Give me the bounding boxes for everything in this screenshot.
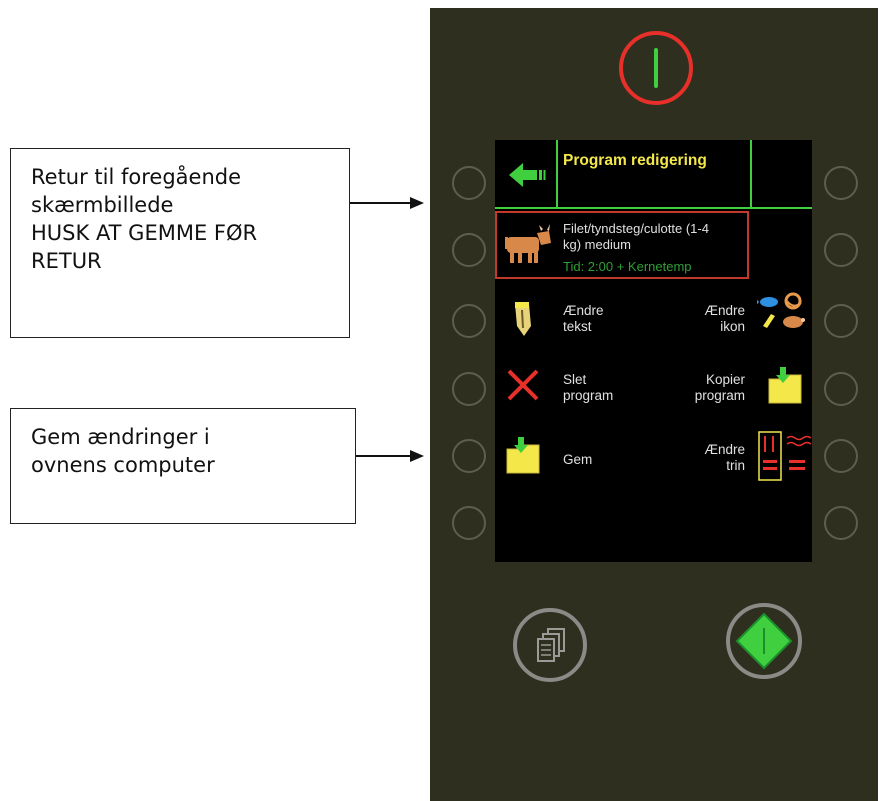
delete-program-option[interactable]: Slet program bbox=[563, 372, 643, 406]
delete-program-line-2: program bbox=[563, 388, 614, 403]
header-divider-left bbox=[556, 140, 558, 208]
power-icon bbox=[619, 31, 693, 105]
callout-save-line-2: ovnens computer bbox=[31, 453, 215, 477]
start-button[interactable] bbox=[723, 600, 805, 682]
program-name-line-1: Filet/tyndsteg/culotte (1-4 bbox=[563, 221, 709, 236]
side-button-right-6[interactable] bbox=[824, 506, 858, 540]
food-icons bbox=[757, 292, 805, 328]
folder-icon bbox=[506, 437, 540, 474]
program-card[interactable]: Filet/tyndsteg/culotte (1-4 kg) medium T… bbox=[495, 211, 749, 279]
side-button-right-3[interactable] bbox=[824, 304, 858, 338]
copy-program-line-1: Kopier bbox=[705, 372, 745, 387]
cow-icon bbox=[505, 224, 551, 263]
side-button-left-4[interactable] bbox=[452, 372, 486, 406]
x-icon bbox=[507, 369, 539, 401]
arrow-left-icon bbox=[509, 163, 546, 187]
side-button-left-1[interactable] bbox=[452, 166, 486, 200]
copy-program-option[interactable]: Kopier program bbox=[665, 372, 745, 406]
callout-return-line-3: HUSK AT GEMME FØR bbox=[31, 221, 258, 245]
header-bottom-line bbox=[495, 207, 812, 209]
change-text-option[interactable]: Ændre tekst bbox=[563, 303, 633, 337]
copy-stack-icon bbox=[513, 608, 587, 682]
pencil-icon bbox=[515, 302, 531, 336]
power-button[interactable] bbox=[616, 28, 696, 108]
callout-return-arrowhead bbox=[410, 197, 424, 209]
side-button-right-2[interactable] bbox=[824, 233, 858, 267]
start-diamond-icon bbox=[726, 603, 802, 679]
change-text-line-2: tekst bbox=[563, 319, 592, 334]
callout-save-arrow bbox=[356, 455, 412, 457]
change-icon-option[interactable]: Ændre ikon bbox=[675, 303, 745, 337]
delete-program-line-1: Slet bbox=[563, 372, 587, 387]
save-option[interactable]: Gem bbox=[563, 452, 593, 467]
side-button-left-5[interactable] bbox=[452, 439, 486, 473]
side-button-left-6[interactable] bbox=[452, 506, 486, 540]
callout-return-line-4: RETUR bbox=[31, 249, 102, 273]
callout-return-arrow bbox=[350, 202, 412, 204]
side-button-right-1[interactable] bbox=[824, 166, 858, 200]
change-icon-line-1: Ændre bbox=[704, 303, 745, 318]
folder-copy-icon bbox=[768, 367, 802, 404]
change-step-line-2: trin bbox=[726, 458, 745, 473]
program-name-line-2: kg) medium bbox=[563, 237, 631, 252]
callout-save-arrowhead bbox=[410, 450, 424, 462]
header-title: Program redigering bbox=[563, 152, 707, 169]
header-divider-right bbox=[750, 140, 752, 208]
callout-save: Gem ændringer i ovnens computer bbox=[10, 408, 356, 524]
side-button-right-4[interactable] bbox=[824, 372, 858, 406]
steps-icon bbox=[758, 431, 812, 481]
menu-button[interactable] bbox=[510, 605, 590, 685]
callout-return-line-1: Retur til foregående bbox=[31, 165, 242, 189]
callout-return: Retur til foregående skærmbillede HUSK A… bbox=[10, 148, 350, 338]
change-step-option[interactable]: Ændre trin bbox=[675, 442, 745, 476]
change-icon-line-2: ikon bbox=[720, 319, 745, 334]
change-step-line-1: Ændre bbox=[704, 442, 745, 457]
change-text-line-1: Ændre bbox=[563, 303, 604, 318]
side-button-left-3[interactable] bbox=[452, 304, 486, 338]
callout-return-line-2: skærmbillede bbox=[31, 193, 174, 217]
program-info: Tid: 2:00 + Kernetemp bbox=[563, 259, 692, 274]
side-button-right-5[interactable] bbox=[824, 439, 858, 473]
copy-program-line-2: program bbox=[694, 388, 745, 403]
callout-save-line-1: Gem ændringer i bbox=[31, 425, 210, 449]
side-button-left-2[interactable] bbox=[452, 233, 486, 267]
back-button[interactable] bbox=[507, 160, 547, 190]
display-screen: Program redigering Filet/tyndsteg/culott… bbox=[495, 140, 812, 562]
